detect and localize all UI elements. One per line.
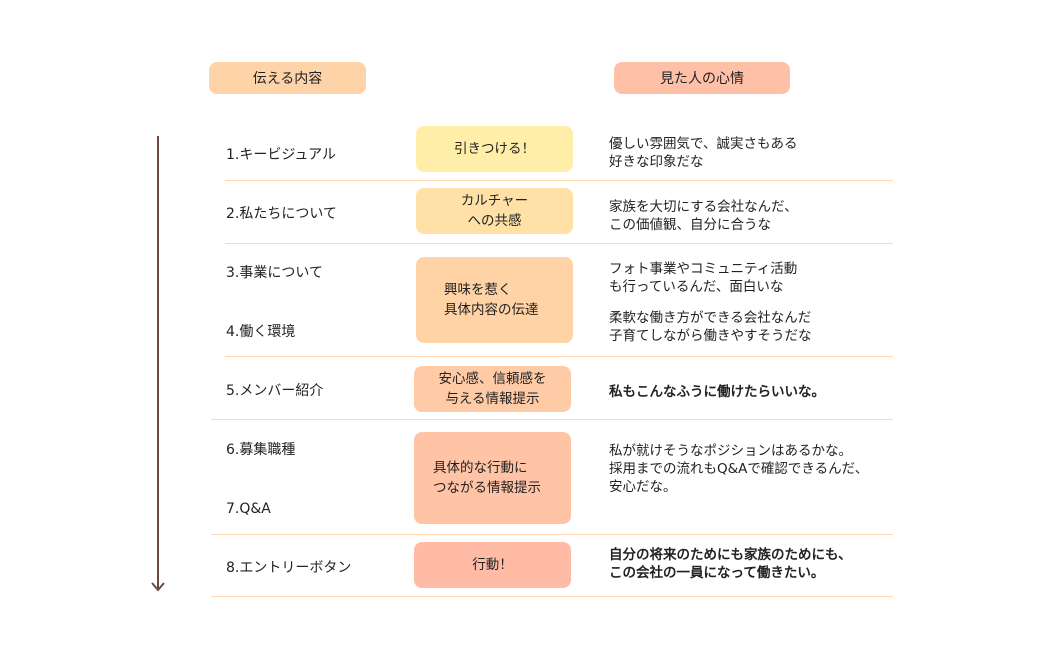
header-feelings: 見た人の心情: [614, 62, 790, 94]
separator: [225, 180, 893, 181]
feeling-text: 自分の将来のためにも家族のためにも、 この会社の一員になって働きたい。: [609, 547, 852, 581]
separator: [225, 356, 893, 357]
item-label: 2.私たちについて: [226, 206, 337, 222]
feeling-text: 優しい雰囲気で、誠実さもある 好きな印象だな: [609, 136, 798, 170]
feeling-text: 柔軟な働き方ができる会社なんだ 子育てしながら働きやすそうだな: [609, 310, 812, 344]
item-label: 3.事業について: [226, 265, 323, 281]
item-label: 5.メンバー紹介: [226, 383, 324, 399]
item-label: 8.エントリーボタン: [226, 560, 352, 576]
separator: [211, 596, 893, 597]
item-label: 7.Q&A: [226, 501, 271, 517]
item-label: 4.働く環境: [226, 324, 296, 340]
goal-box: 安心感、信頼感を 与える情報提示: [414, 366, 571, 412]
separator: [211, 419, 893, 420]
header-content: 伝える内容: [209, 62, 366, 94]
goal-box: 行動！: [414, 542, 571, 588]
item-label: 6.募集職種: [226, 442, 296, 458]
item-label: 1.キービジュアル: [226, 147, 336, 163]
goal-box: 引きつける！: [416, 126, 573, 172]
feeling-text: フォト事業やコミュニティ活動 も行っているんだ、面白いな: [609, 261, 798, 295]
goal-box: カルチャー への共感: [416, 188, 573, 234]
separator: [225, 243, 893, 244]
feeling-text: 私が就けそうなポジションはあるかな。 採用までの流れもQ&Aで確認できるんだ、 …: [609, 443, 869, 495]
feeling-text: 家族を大切にする会社なんだ、 この価値観、自分に合うな: [609, 199, 798, 233]
down-arrow-icon: [151, 136, 165, 592]
separator: [211, 534, 893, 535]
feeling-text: 私もこんなふうに働けたらいいな。: [609, 384, 825, 400]
goal-box: 興味を惹く 具体内容の伝達: [416, 257, 573, 343]
goal-box: 具体的な行動に つながる情報提示: [414, 432, 571, 524]
